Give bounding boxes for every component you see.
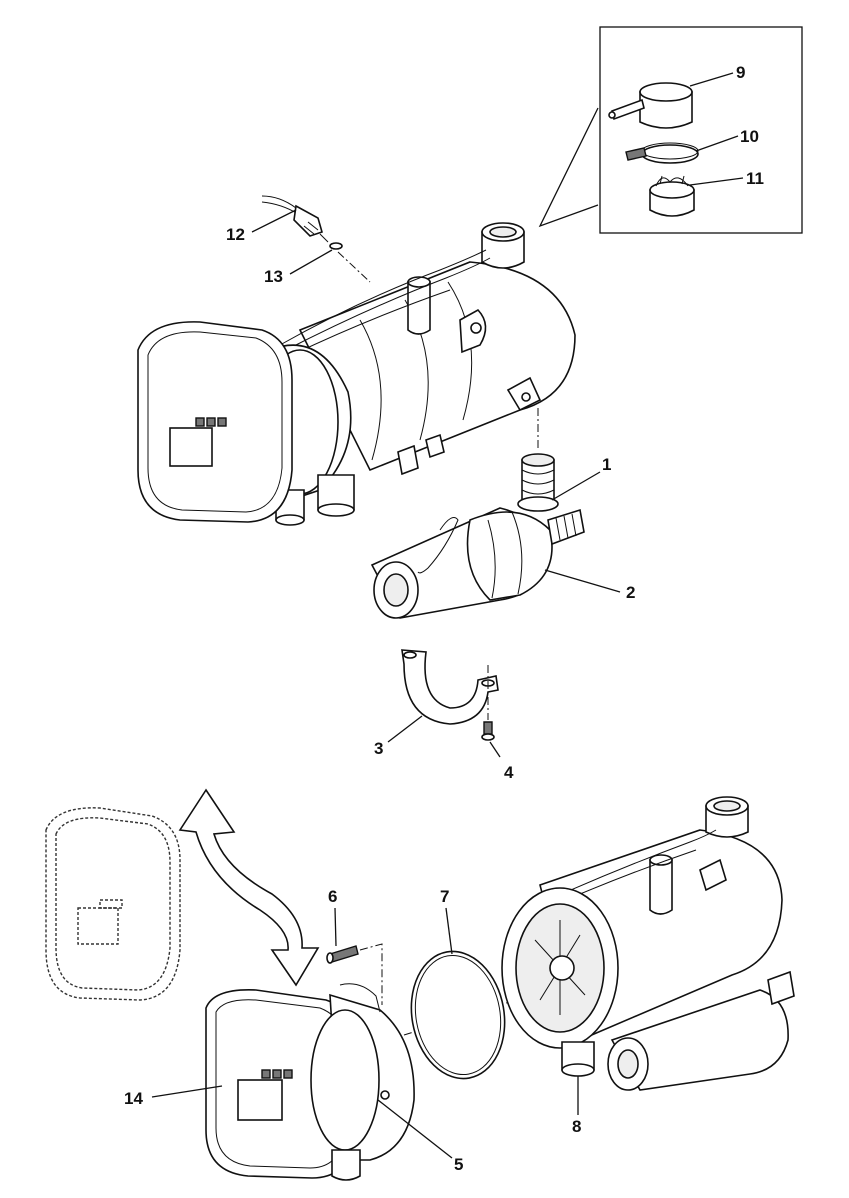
part-1-coolant-fitting xyxy=(517,453,559,512)
part-10-clamp-ring xyxy=(625,142,699,164)
part-3-mounting-clamp xyxy=(401,649,499,725)
detail-inset xyxy=(538,26,803,234)
callout-8: 8 xyxy=(572,1117,581,1136)
leader-lines xyxy=(151,209,621,1159)
heater-assembly-bottom xyxy=(501,796,795,1091)
callout-7: 7 xyxy=(440,887,449,906)
callout-11: 11 xyxy=(746,169,764,188)
swap-direction-arrow xyxy=(178,788,320,987)
callout-1: 1 xyxy=(602,455,611,474)
callout-12: 12 xyxy=(226,225,245,244)
part-12-temperature-sensor xyxy=(261,195,329,243)
callout-6: 6 xyxy=(328,887,337,906)
callout-2: 2 xyxy=(626,583,635,602)
part-6-screw xyxy=(326,945,359,964)
part-9-sensor-cap xyxy=(608,82,693,129)
callout-3: 3 xyxy=(374,739,383,758)
ghost-control-unit-cover xyxy=(45,807,181,1001)
heater-assembly-top xyxy=(137,195,576,526)
callout-13: 13 xyxy=(264,267,283,286)
part-5-burner-housing xyxy=(310,983,415,1181)
callout-10: 10 xyxy=(740,127,759,146)
callout-14: 14 xyxy=(124,1089,143,1108)
part-7-gasket-ring xyxy=(410,950,506,1080)
callout-labels: 1 2 3 4 5 6 7 8 9 10 11 12 13 14 xyxy=(124,63,764,1174)
part-4-screw xyxy=(481,721,495,741)
callout-5: 5 xyxy=(454,1155,463,1174)
callout-9: 9 xyxy=(736,63,745,82)
callout-4: 4 xyxy=(504,763,514,782)
part-2-water-pump xyxy=(370,507,585,619)
part-13-o-ring xyxy=(329,242,343,250)
part-11-sensor-base xyxy=(649,175,695,217)
